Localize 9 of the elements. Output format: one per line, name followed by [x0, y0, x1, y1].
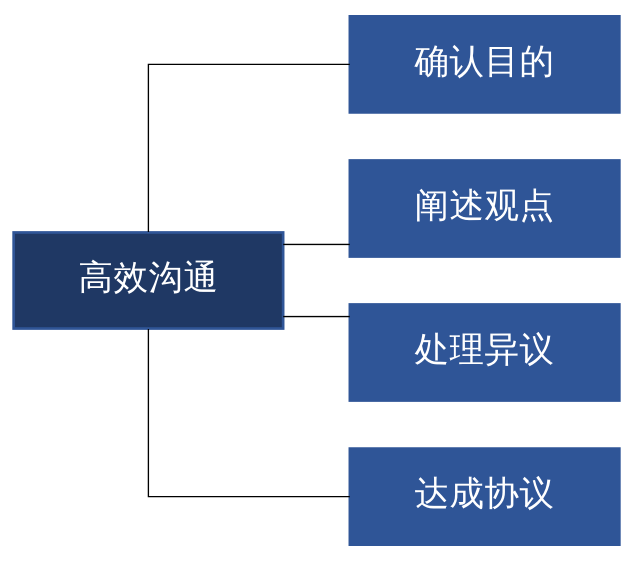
node-box: 确认目的 [348, 15, 621, 114]
connector [283, 244, 350, 246]
connector [148, 64, 350, 232]
connector [148, 329, 350, 498]
node-box: 达成协议 [348, 447, 621, 546]
connector [283, 316, 350, 318]
node-box: 处理异议 [348, 303, 621, 402]
node-box: 阐述观点 [348, 159, 621, 258]
node-box: 高效沟通 [12, 231, 284, 330]
